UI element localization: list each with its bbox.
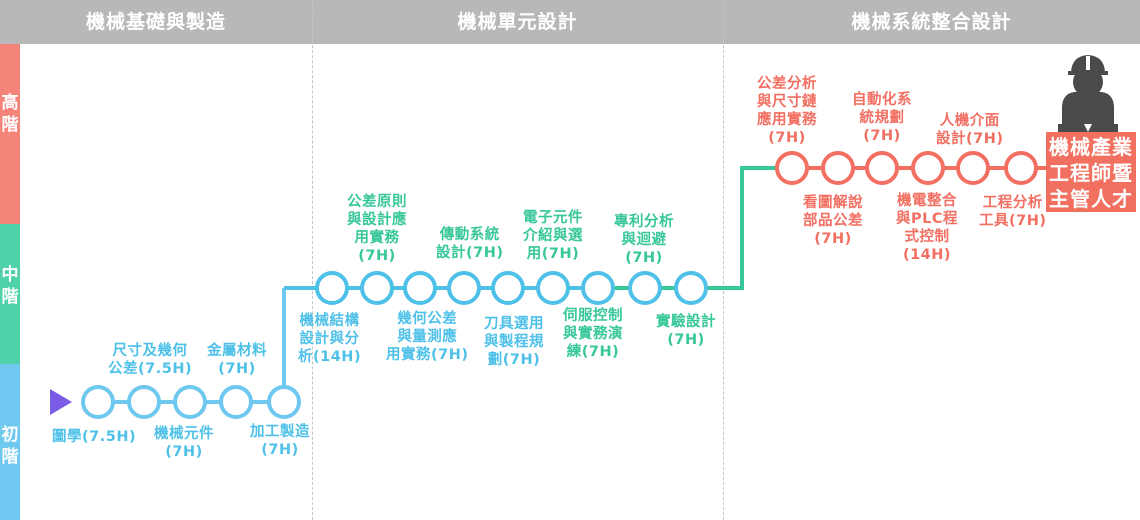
section-system-title: 機械系統整合設計: [851, 11, 1012, 33]
course-label: 機電整合 與PLC程 式控制 (14H): [896, 193, 959, 263]
node-drawing: [81, 385, 115, 419]
course-nodes: [81, 151, 1038, 419]
section-unit-title: 機械單元設計: [457, 11, 578, 33]
node-manufacturing: [267, 385, 301, 419]
level-bar-mid: [0, 224, 20, 364]
course-label: 人機介面 設計(7H): [936, 113, 1004, 147]
course-label: 看圖解說 部品公差 (7H): [803, 195, 863, 247]
node-metal-materials: [219, 385, 253, 419]
engineer-hardhat-icon: [1058, 55, 1118, 132]
course-label: 刀具選用 與製程規 劃(7H): [484, 316, 544, 368]
section-header: 機械基礎與製造 機械單元設計 機械系統整合設計: [0, 0, 1140, 44]
node-tolerance-chain: [775, 151, 809, 185]
node-geometric-tolerance: [403, 271, 437, 305]
node-hmi: [956, 151, 990, 185]
course-label: 機械結構 設計與分 析(14H): [298, 313, 362, 365]
course-label: 公差原則 與設計應 用實務 (7H): [347, 194, 407, 264]
course-label: 機械元件 (7H): [154, 426, 214, 460]
level-bar-low: [0, 364, 20, 520]
node-tooling: [491, 271, 525, 305]
course-label: 尺寸及幾何 公差(7.5H): [108, 343, 193, 377]
node-automation: [865, 151, 899, 185]
section-basic-title: 機械基礎與製造: [85, 11, 226, 33]
node-servo: [581, 271, 615, 305]
course-label: 公差分析 與尺寸鏈 應用實務 (7H): [757, 76, 817, 146]
node-drawing-tolerance: [821, 151, 855, 185]
node-plc: [911, 151, 945, 185]
course-label: 專利分析 與迴避 (7H): [614, 214, 674, 266]
node-structure-design: [315, 271, 349, 305]
career-target-box: 機械產業 工程師暨 主管人才: [1046, 132, 1136, 212]
course-label: 金屬材料 (7H): [207, 343, 267, 377]
section-divider: [723, 0, 724, 520]
course-label: 電子元件 介紹與選 用(7H): [523, 210, 583, 262]
course-label: 加工製造 (7H): [250, 424, 310, 458]
level-label-high: 高 階: [1, 93, 19, 135]
level-bar-high: [0, 44, 20, 224]
node-tolerance-principles: [360, 271, 394, 305]
course-label: 幾何公差 與量測應 用實務(7H): [386, 311, 469, 363]
level-label-low: 初 階: [1, 425, 19, 467]
node-doe: [674, 271, 708, 305]
node-patent: [628, 271, 662, 305]
node-tolerance-basic: [127, 385, 161, 419]
node-machine-elements: [173, 385, 207, 419]
course-label: 實驗設計 (7H): [656, 314, 716, 348]
play-triangle-icon: [50, 389, 72, 415]
node-electronics: [536, 271, 570, 305]
level-label-mid: 中 階: [1, 265, 19, 307]
course-label: 自動化系 統規劃 (7H): [852, 92, 912, 144]
node-engineering-analysis: [1004, 151, 1038, 185]
node-transmission: [447, 271, 481, 305]
course-label: 圖學(7.5H): [52, 429, 137, 445]
section-divider: [312, 0, 313, 520]
course-label: 工程分析 工具(7H): [979, 195, 1047, 229]
course-label: 傳動系統 設計(7H): [436, 227, 504, 261]
course-label: 伺服控制 與實務演 練(7H): [563, 308, 623, 360]
